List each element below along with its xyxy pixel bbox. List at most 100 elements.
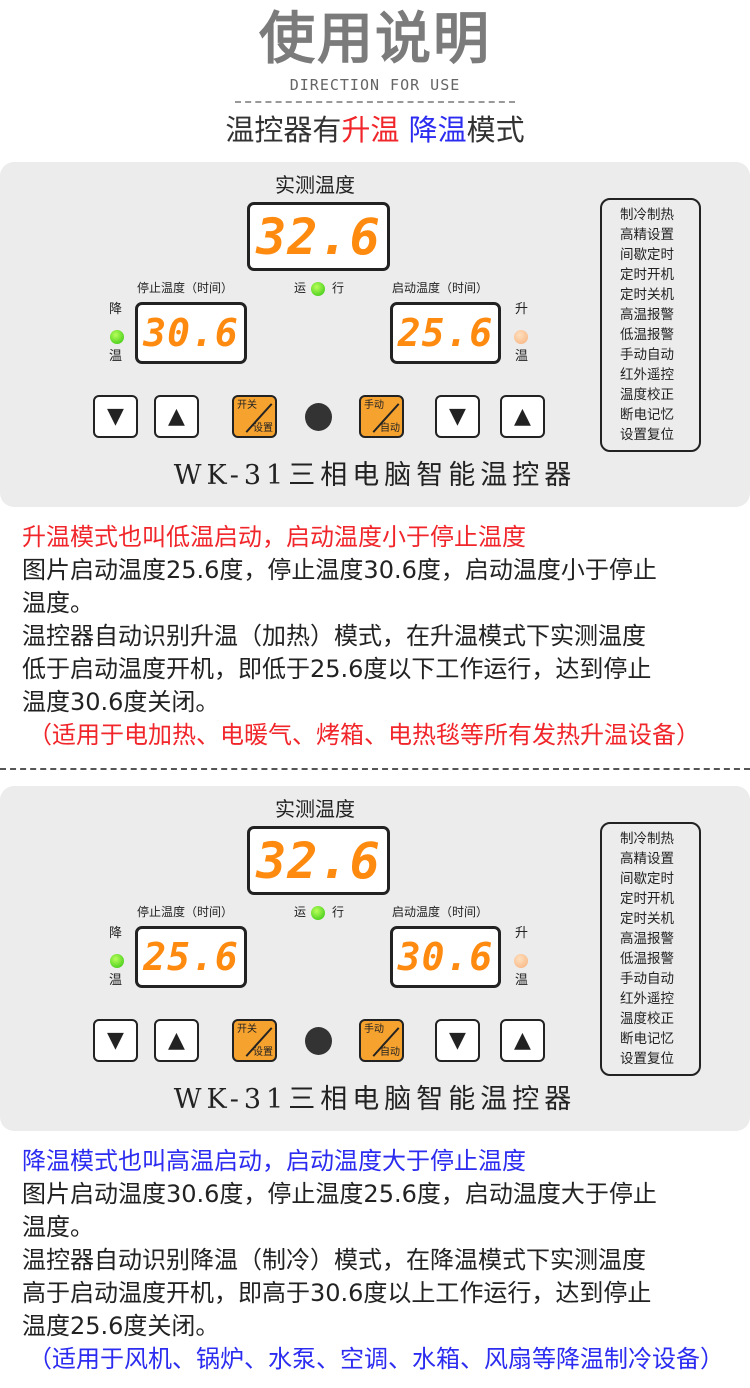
feature-item: 定时关机 xyxy=(620,287,674,303)
power-set-button[interactable]: 开关设置 xyxy=(232,1019,277,1062)
stop-up-button[interactable]: ▲ xyxy=(154,395,199,438)
start-down-button[interactable]: ▼ xyxy=(435,395,480,438)
feature-item: 断电记忆 xyxy=(620,407,674,423)
page-title: 使用说明 xyxy=(259,7,491,72)
measured-temp-value: 32.6 xyxy=(256,207,381,266)
feature-item: 设置复位 xyxy=(620,1051,674,1067)
feature-list: 制冷制热高精设置间歇定时定时开机定时关机高温报警低温报警手动自动红外遥控温度校正… xyxy=(600,198,701,452)
feature-item: 定时关机 xyxy=(620,911,674,927)
description-line: 图片启动温度30.6度，停止温度25.6度，启动温度大于停止 xyxy=(22,1180,657,1208)
feature-item: 红外遥控 xyxy=(620,991,674,1007)
cool-label-top: 降 xyxy=(109,302,123,317)
power-label: 开关 xyxy=(237,400,257,411)
description-line: 温控器自动识别升温（加热）模式，在升温模式下实测温度 xyxy=(22,622,646,650)
stop-temp-display: 25.6 xyxy=(135,926,247,988)
cool-indicator-light xyxy=(110,330,124,344)
measured-temp-label: 实测温度 xyxy=(275,797,355,821)
description-line: 低于启动温度开机，即低于25.6度以下工作运行，达到停止 xyxy=(22,655,652,683)
measured-temp-label: 实测温度 xyxy=(275,173,355,197)
heat-indicator-light xyxy=(514,954,528,968)
mode-heading: 降温模式也叫高温启动，启动温度大于停止温度 xyxy=(22,1147,526,1175)
headline-pre: 温控器有 xyxy=(225,113,342,147)
feature-item: 高精设置 xyxy=(620,851,674,867)
down-arrow-icon: ▼ xyxy=(107,1028,124,1053)
auto-label: 自动 xyxy=(380,423,400,434)
heat-label-top: 升 xyxy=(515,926,529,941)
feature-item: 断电记忆 xyxy=(620,1031,674,1047)
cool-mode-description: 降温模式也叫高温启动，启动温度大于停止温度图片启动温度30.6度，停止温度25.… xyxy=(22,1145,737,1376)
model-name: WK-31三相电脑智能温控器 xyxy=(173,460,577,491)
stop-up-button[interactable]: ▲ xyxy=(154,1019,199,1062)
feature-item: 间歇定时 xyxy=(620,247,674,263)
down-arrow-icon: ▼ xyxy=(449,404,466,429)
cool-indicator-light xyxy=(110,954,124,968)
down-arrow-icon: ▼ xyxy=(107,404,124,429)
heat-label-bottom: 温 xyxy=(515,973,529,988)
feature-item: 制冷制热 xyxy=(620,831,674,847)
start-up-button[interactable]: ▲ xyxy=(500,395,545,438)
headline-cool: 降温 xyxy=(408,113,467,147)
manual-auto-button[interactable]: 手动自动 xyxy=(359,1019,404,1062)
run-label-left: 运 xyxy=(294,281,307,295)
description-line: 温度。 xyxy=(22,589,94,617)
run-indicator-light xyxy=(311,906,325,920)
stop-temp-label: 停止温度（时间） xyxy=(137,905,234,919)
power-label: 开关 xyxy=(237,1024,257,1035)
feature-item: 低温报警 xyxy=(620,951,674,967)
run-label-right: 行 xyxy=(332,905,345,919)
up-arrow-icon: ▲ xyxy=(168,1028,185,1053)
cool-label-bottom: 温 xyxy=(109,349,123,364)
heat-label-top: 升 xyxy=(515,302,529,317)
description-line: 图片启动温度25.6度，停止温度30.6度，启动温度小于停止 xyxy=(22,556,657,584)
feature-item: 高精设置 xyxy=(620,227,674,243)
description-line: 温度。 xyxy=(22,1213,94,1241)
feature-item: 间歇定时 xyxy=(620,871,674,887)
cool-label-bottom: 温 xyxy=(109,973,123,988)
run-label-left: 运 xyxy=(294,905,307,919)
manual-label: 手动 xyxy=(364,1024,384,1035)
divider xyxy=(235,101,515,103)
feature-item: 制冷制热 xyxy=(620,207,674,223)
description-line: 温控器自动识别降温（制冷）模式，在降温模式下实测温度 xyxy=(22,1246,646,1274)
measured-temp-display: 32.6 xyxy=(247,202,390,271)
stop-down-button[interactable]: ▼ xyxy=(93,1019,138,1062)
controller-panel-heat-mode: 实测温度 32.6 停止温度（时间） 启动温度（时间） 运 行 30.6 25.… xyxy=(0,162,750,507)
feature-item: 红外遥控 xyxy=(620,367,674,383)
manual-label: 手动 xyxy=(364,400,384,411)
power-set-button[interactable]: 开关设置 xyxy=(232,395,277,438)
description-line: 高于启动温度开机，即高于30.6度以上工作运行，达到停止 xyxy=(22,1279,652,1307)
stop-down-button[interactable]: ▼ xyxy=(93,395,138,438)
start-down-button[interactable]: ▼ xyxy=(435,1019,480,1062)
measured-temp-value: 32.6 xyxy=(256,831,381,890)
start-temp-display: 30.6 xyxy=(390,926,501,988)
heat-label-bottom: 温 xyxy=(515,349,529,364)
feature-item: 温度校正 xyxy=(620,387,674,403)
auto-label: 自动 xyxy=(380,1047,400,1058)
feature-item: 手动自动 xyxy=(620,971,674,987)
run-indicator-light xyxy=(311,282,325,296)
up-arrow-icon: ▲ xyxy=(514,1028,531,1053)
applicable-devices-note: （适用于电加热、电暖气、烤箱、电热毯等所有发热升温设备） xyxy=(28,721,700,749)
start-temp-label: 启动温度（时间） xyxy=(392,281,489,295)
divider xyxy=(0,768,750,770)
start-temp-display: 25.6 xyxy=(390,302,501,364)
manual-auto-button[interactable]: 手动自动 xyxy=(359,395,404,438)
start-temp-label: 启动温度（时间） xyxy=(392,905,489,919)
stop-temp-display: 30.6 xyxy=(135,302,247,364)
start-temp-value: 25.6 xyxy=(397,311,494,355)
feature-item: 高温报警 xyxy=(620,931,674,947)
feature-item: 低温报警 xyxy=(620,327,674,343)
headline-heat: 升温 xyxy=(341,113,400,147)
feature-item: 温度校正 xyxy=(620,1011,674,1027)
headline-post: 模式 xyxy=(466,113,525,147)
feature-item: 定时开机 xyxy=(620,267,674,283)
description-line: 温度25.6度关闭。 xyxy=(22,1312,220,1340)
start-up-button[interactable]: ▲ xyxy=(500,1019,545,1062)
stop-temp-label: 停止温度（时间） xyxy=(137,281,234,295)
set-label: 设置 xyxy=(253,1047,273,1058)
down-arrow-icon: ▼ xyxy=(449,1028,466,1053)
measured-temp-display: 32.6 xyxy=(247,826,390,895)
set-label: 设置 xyxy=(253,423,273,434)
cool-label-top: 降 xyxy=(109,926,123,941)
up-arrow-icon: ▲ xyxy=(168,404,185,429)
